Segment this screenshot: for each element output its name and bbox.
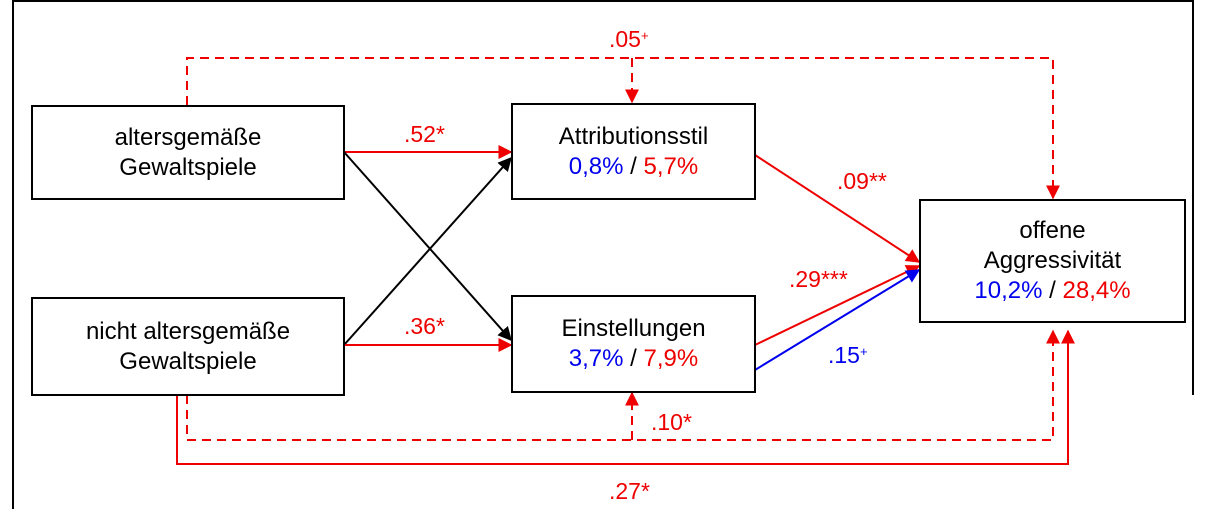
node-attribution-r2-blue: 0,8% <box>568 152 624 180</box>
node-attitudes: Einstellungen 3,7% / 7,9% <box>511 295 756 393</box>
path-age-to-attitudes <box>343 151 512 342</box>
node-age-line2: Gewaltspiele <box>119 153 257 181</box>
node-attitudes-r2-red: 7,9% <box>643 345 699 372</box>
node-age-line1: altersgemäße <box>114 123 262 151</box>
node-notage-line1: nicht altersgemäße <box>85 317 291 345</box>
node-age-appropriate-games: altersgemäße Gewaltspiele <box>31 105 345 200</box>
node-aggression-r2-blue: 10,2% <box>974 277 1043 304</box>
node-overt-aggression: offene Aggressivität 10,2% / 28,4% <box>919 199 1186 323</box>
path-bottom-solid <box>176 329 1075 465</box>
node-aggression-r2-red: 28,4% <box>1062 277 1131 304</box>
node-attitudes-r2-blue: 3,7% <box>568 345 624 372</box>
path-attitudes-to-aggression-red <box>754 265 921 346</box>
node-attitudes-r2-sep: / <box>623 345 644 372</box>
path-attribution-to-aggression <box>754 154 921 263</box>
node-attribution-style: Attributionsstil 0,8% / 5,7% <box>511 103 756 200</box>
node-not-age-appropriate-games: nicht altersgemäße Gewaltspiele <box>31 297 345 396</box>
path-attitudes-to-aggression-blue <box>754 269 921 371</box>
node-attitudes-title: Einstellungen <box>561 315 706 342</box>
coef-top-dashed: .05+ <box>609 26 649 52</box>
node-aggression-line1: offene <box>1019 217 1086 244</box>
node-attitudes-r2: 3,7% / 7,9% <box>569 344 698 374</box>
path-top-dashed <box>186 57 1060 200</box>
node-notage-line2: Gewaltspiele <box>119 347 257 375</box>
node-attribution-r2-red: 5,7% <box>643 152 699 180</box>
path-notage-to-attribution <box>343 156 512 346</box>
node-attribution-r2: 0,8% / 5,7% <box>569 152 698 182</box>
coef-age-to-attribution: .52* <box>404 121 445 147</box>
path-bottom-dashed <box>186 329 1060 441</box>
coef-attribution-to-aggression: .09** <box>837 168 887 194</box>
coef-attitudes-to-aggression-blue: .15+ <box>828 342 868 368</box>
coef-bottom-solid: .27* <box>609 478 650 504</box>
coef-attitudes-to-aggression-red: .29*** <box>789 266 848 292</box>
node-attribution-title: Attributionsstil <box>558 122 709 150</box>
node-aggression-line2: Aggressivität <box>983 247 1122 274</box>
coef-bottom-dashed: .10* <box>651 409 692 435</box>
coef-notage-to-attitudes: .36* <box>404 313 445 339</box>
node-attribution-r2-sep: / <box>623 152 644 180</box>
node-aggression-r2: 10,2% / 28,4% <box>974 276 1130 306</box>
node-aggression-r2-sep: / <box>1042 277 1063 304</box>
